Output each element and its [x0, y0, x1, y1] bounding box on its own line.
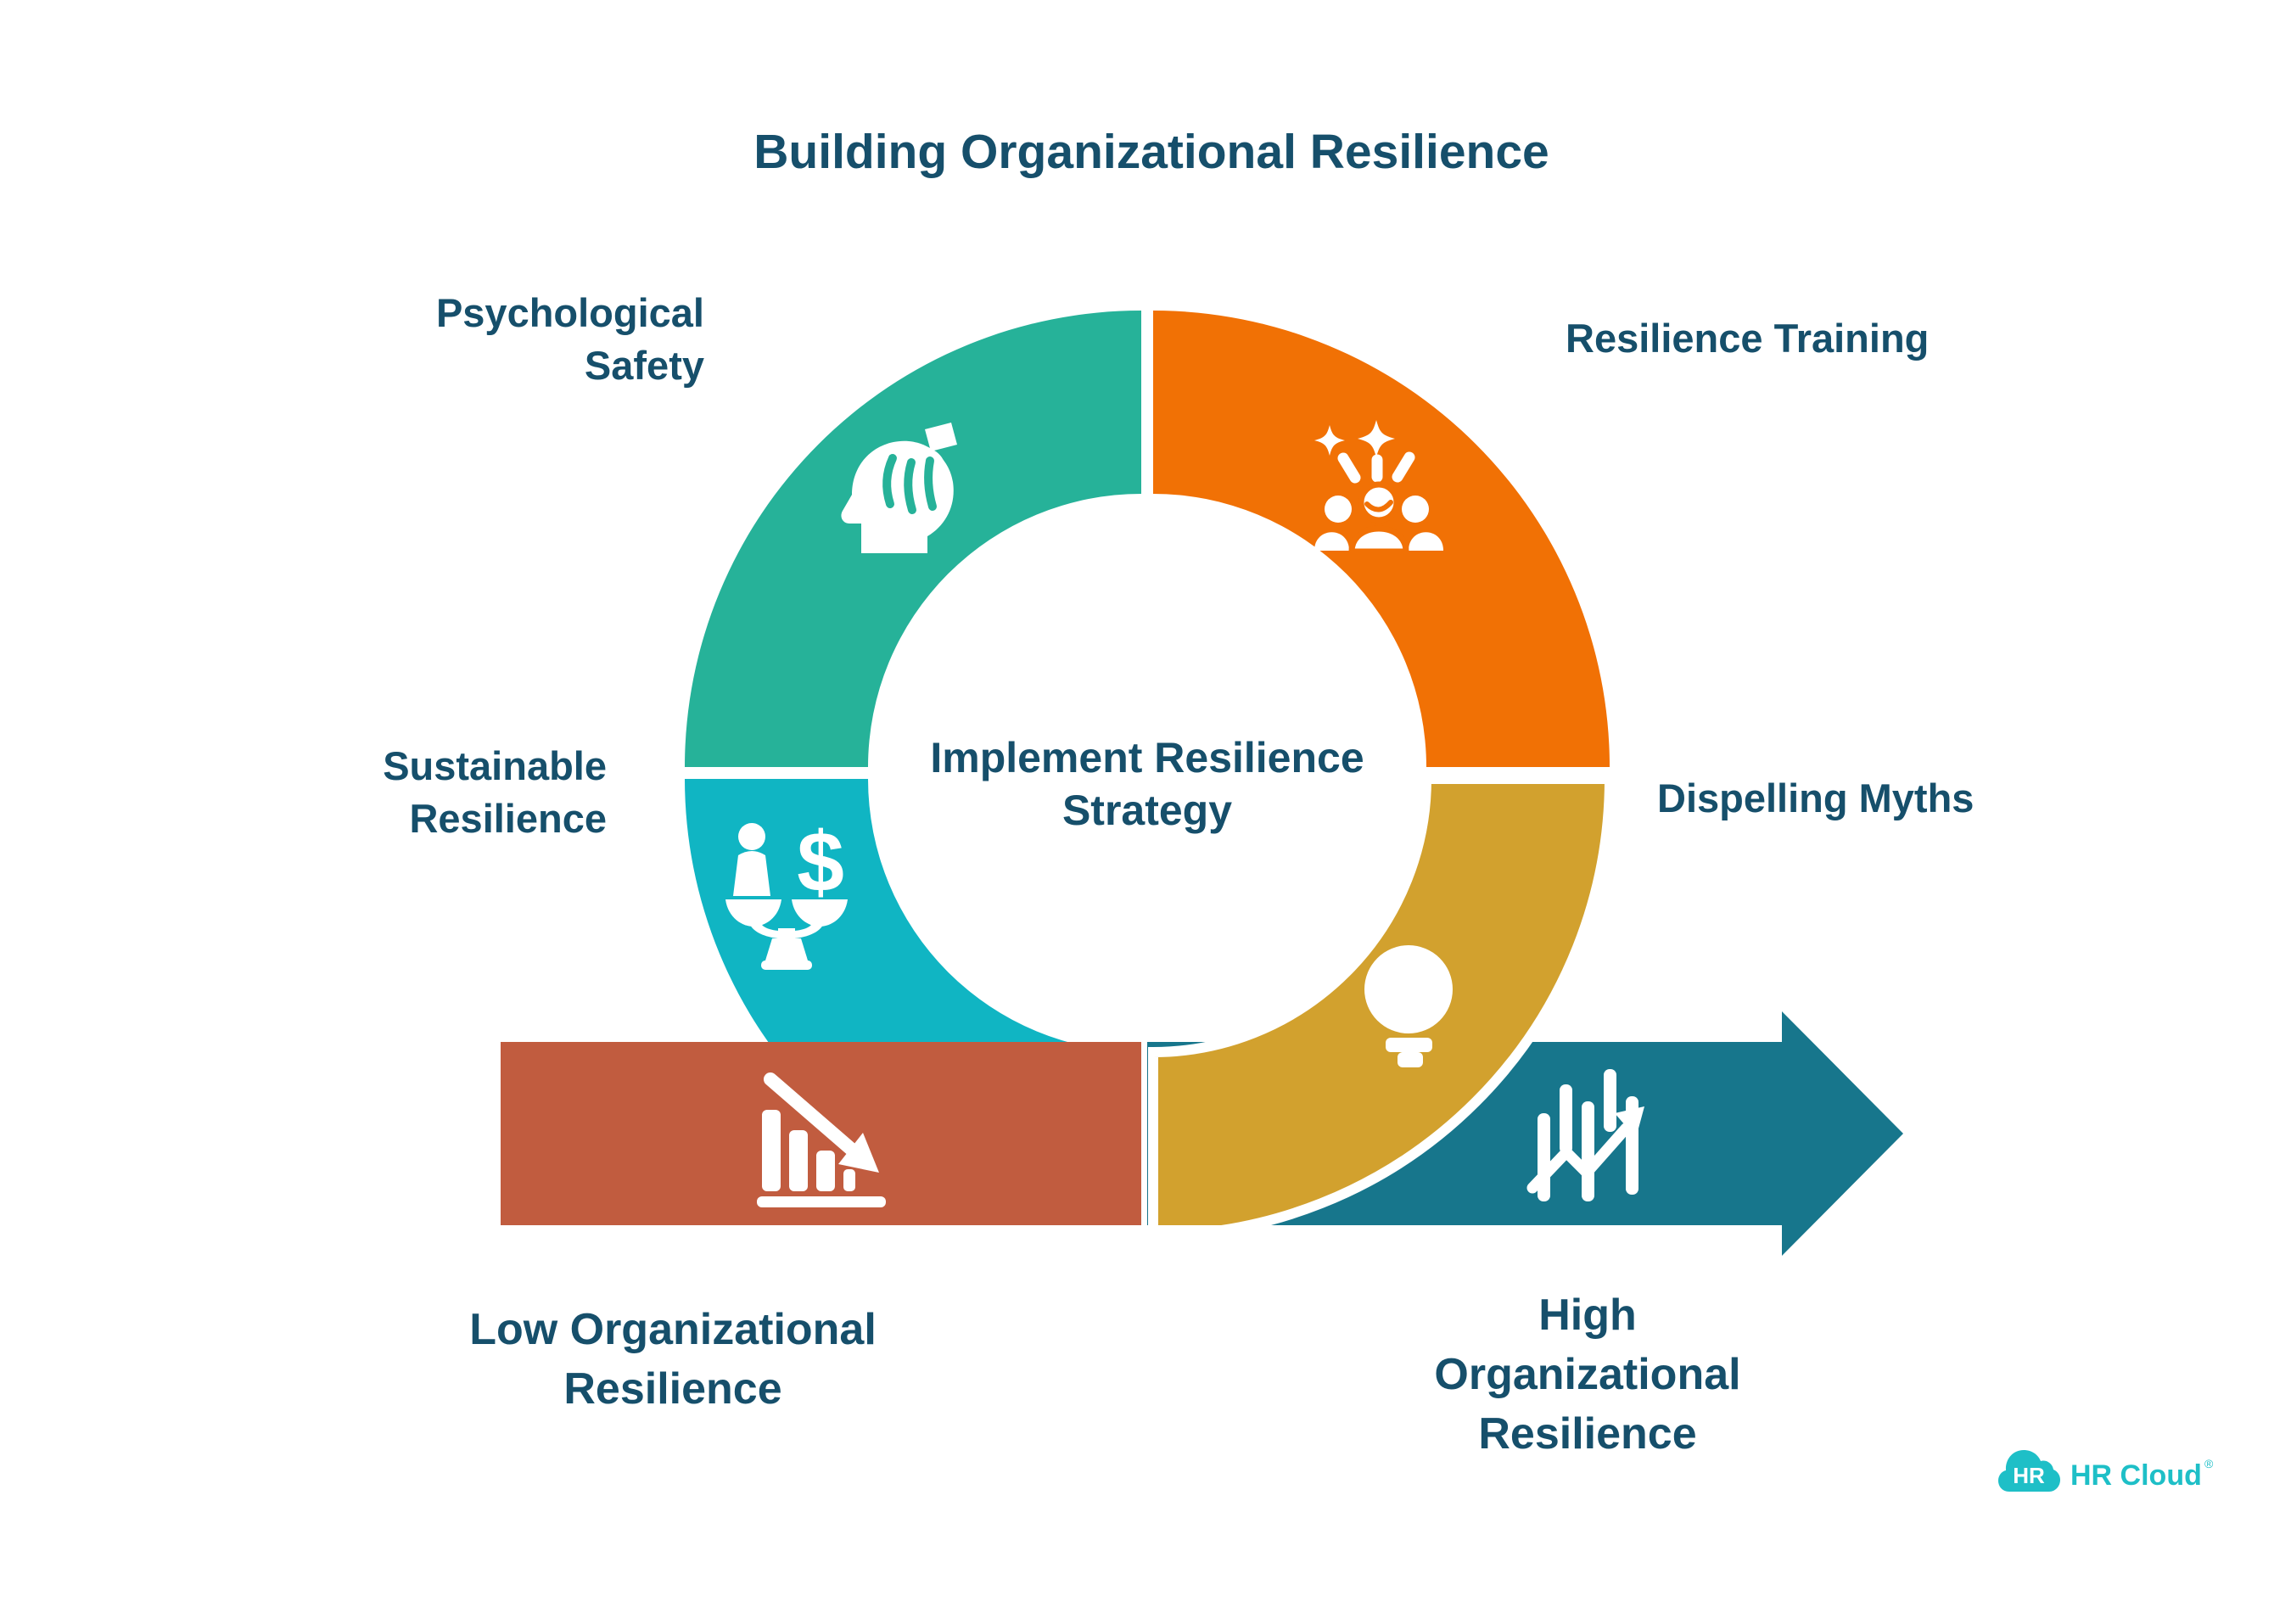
registered-mark: ® — [2204, 1457, 2214, 1470]
trend-arrow-head — [1615, 1106, 1644, 1138]
balance-base — [761, 960, 812, 970]
page-title: Building Organizational Resilience — [753, 125, 1549, 179]
center-label: Implement Resilience Strategy — [930, 734, 1364, 834]
trend-line — [1526, 1123, 1632, 1194]
label-high-resilience: High Organizational Resilience — [1434, 1291, 1741, 1459]
label-dispelling-myths: Dispelling Myths — [1657, 776, 1975, 820]
bulb-globe — [1364, 945, 1453, 1033]
person-dollar-balance-icon: $ — [725, 815, 848, 970]
balance-pedestal — [765, 938, 808, 960]
ray — [1337, 452, 1361, 484]
lightbulb-icon — [1364, 945, 1453, 1067]
bar — [843, 1169, 855, 1191]
team-celebration-icon — [1314, 420, 1443, 555]
logo-badge-text: HR — [2013, 1463, 2045, 1488]
balance-post — [778, 928, 795, 940]
label-psychological-safety: Psychological Safety — [435, 290, 704, 388]
candle — [1604, 1069, 1616, 1132]
low-resilience-bar — [501, 1042, 1141, 1225]
sparkle-icon — [1358, 420, 1395, 457]
person-head — [1402, 496, 1429, 523]
decline-arrow-head — [838, 1133, 879, 1173]
smile — [1364, 500, 1393, 512]
finger-groove — [904, 458, 916, 514]
cloud-icon — [1998, 1450, 2060, 1492]
person-body — [1409, 532, 1443, 551]
balance-pan-left — [725, 899, 781, 927]
decline-arrow-line — [764, 1072, 860, 1157]
baseline — [757, 1196, 886, 1207]
candle — [1582, 1101, 1594, 1201]
dollar-sign: $ — [797, 815, 844, 910]
bar — [762, 1110, 781, 1191]
hr-cloud-logo: HR HR Cloud ® — [1998, 1450, 2214, 1492]
balance-pan-right — [792, 899, 848, 927]
person-body — [733, 851, 770, 896]
logo-wordmark: HR Cloud — [2070, 1459, 2202, 1492]
bar — [816, 1151, 835, 1191]
label-resilience-training: Resilience Training — [1566, 316, 1930, 361]
person-head — [1358, 481, 1400, 524]
label-sustainable-resilience: Sustainable Resilience — [383, 743, 607, 841]
declining-bar-chart-icon — [757, 1072, 886, 1207]
person-body — [1348, 525, 1409, 555]
person-head — [738, 823, 765, 850]
candle — [1560, 1084, 1572, 1154]
label-low-resilience: Low Organizational Resilience — [469, 1305, 877, 1414]
bulb-base — [1386, 1038, 1432, 1052]
sparkle-icon — [1314, 425, 1345, 456]
person-body — [1314, 532, 1349, 551]
rising-chart-arrow-icon — [1526, 1069, 1644, 1201]
ray — [1392, 451, 1415, 483]
finger-groove — [882, 454, 897, 508]
person-head — [1325, 496, 1352, 523]
bar — [789, 1130, 808, 1191]
hand-wrist — [925, 423, 957, 451]
head-with-hand-icon — [841, 423, 957, 553]
bulb-cap — [1398, 1052, 1423, 1067]
finger-groove — [924, 456, 937, 511]
